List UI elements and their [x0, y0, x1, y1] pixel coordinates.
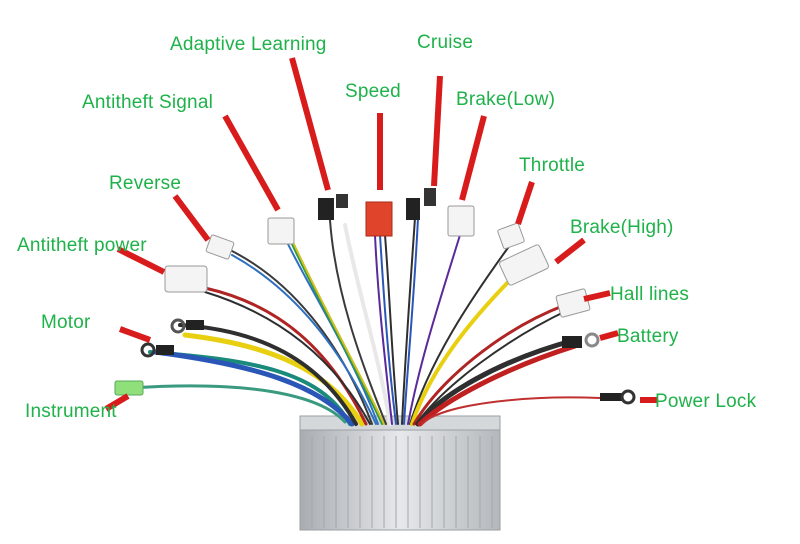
label-instrument: Instrument [25, 401, 117, 422]
wire-bundle [128, 217, 601, 427]
label-speed: Speed [345, 81, 401, 102]
label-brake-high: Brake(High) [570, 217, 674, 238]
label-brake-low: Brake(Low) [456, 89, 556, 110]
pointer-lines [104, 57, 658, 412]
label-motor: Motor [41, 312, 91, 333]
label-power-lock: Power Lock [655, 391, 757, 412]
label-adaptive-learning: Adaptive Learning [170, 34, 327, 55]
label-antitheft-signal: Antitheft Signal [82, 92, 214, 113]
label-throttle: Throttle [519, 155, 586, 176]
label-battery: Battery [617, 326, 679, 347]
connectors [114, 188, 636, 405]
label-reverse: Reverse [109, 173, 182, 194]
controller-box [299, 415, 501, 531]
label-antitheft-power: Antitheft power [17, 235, 147, 256]
label-cruise: Cruise [417, 32, 474, 53]
label-hall-lines: Hall lines [610, 284, 690, 305]
